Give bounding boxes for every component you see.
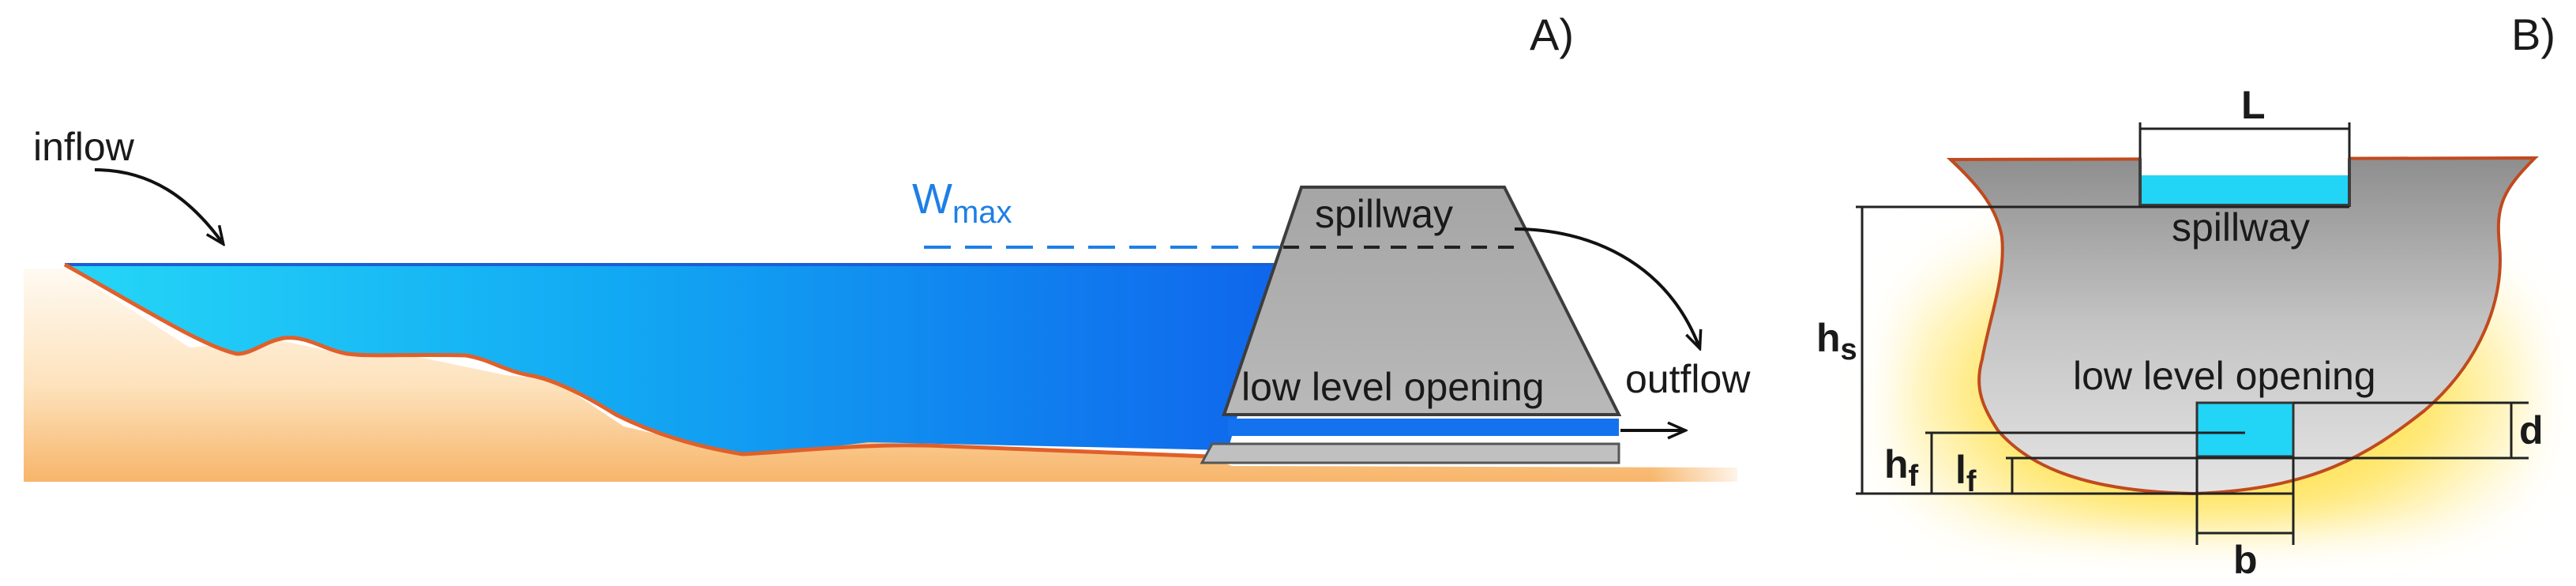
panel-b: B) L spillway hs low level opening hf lf…	[1816, 9, 2555, 582]
dam-cross-section	[1946, 156, 2539, 496]
lf-label: lf	[1955, 448, 1977, 498]
dam-foundation	[1200, 442, 1620, 464]
reservoir-water	[65, 265, 1279, 454]
low-level-opening-label-a: low level opening	[1241, 365, 1545, 409]
spillway-label-b: spillway	[2172, 205, 2310, 250]
spillway-outline	[2139, 158, 2351, 207]
terrain-body	[24, 269, 1737, 482]
hs-label: hs	[1816, 316, 1857, 366]
L-label: L	[2241, 83, 2266, 127]
panel-b-label: B)	[2511, 9, 2555, 59]
b-label: b	[2233, 538, 2258, 582]
dam-body	[1222, 186, 1622, 416]
conduit-water	[1228, 419, 1619, 436]
low-level-opening-label-b: low level opening	[2073, 354, 2376, 398]
d-label: d	[2519, 408, 2544, 453]
spillway-label-a: spillway	[1315, 192, 1453, 236]
inflow-label: inflow	[33, 125, 135, 169]
spillway-water	[2142, 175, 2349, 204]
terrain-edge	[63, 262, 1209, 459]
low-level-opening-box	[2197, 403, 2293, 456]
outflow-label: outflow	[1625, 357, 1751, 401]
inflow-arrow	[94, 168, 223, 243]
low-level-opening-outline	[2195, 401, 2295, 458]
panel-a-label: A)	[1530, 9, 1574, 59]
outflow-arrow	[1514, 227, 1699, 347]
hf-label: hf	[1884, 442, 1919, 493]
wmax-label: Wmax	[912, 175, 1012, 230]
dimension-lines	[1856, 122, 2529, 545]
panel-a: A) inflow Wmax spillway low level openin…	[24, 9, 1753, 486]
